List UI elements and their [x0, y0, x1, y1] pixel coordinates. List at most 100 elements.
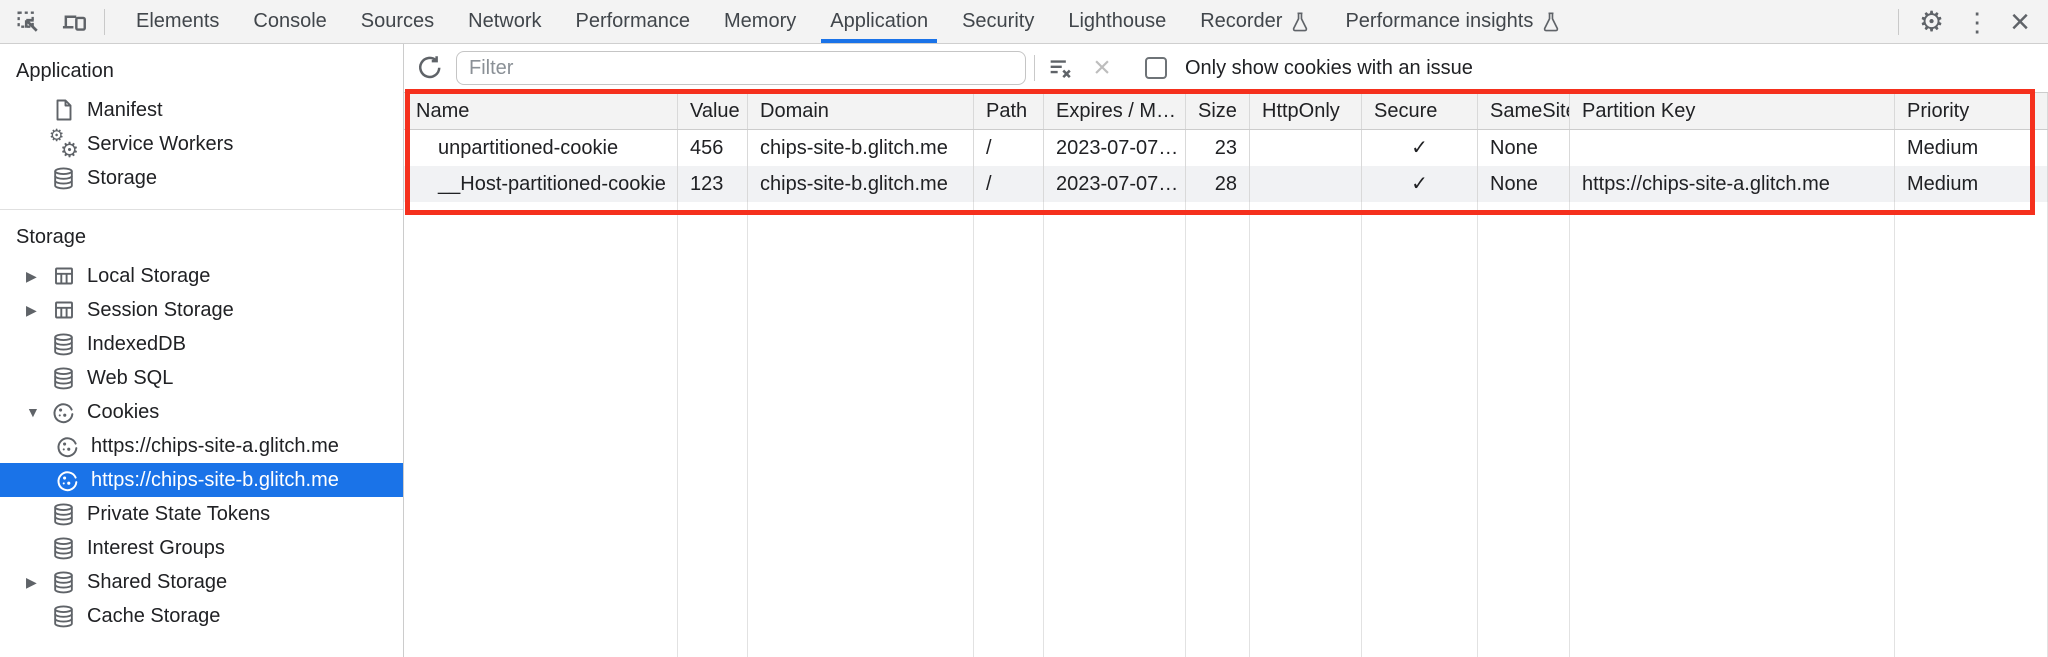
- cell-domain[interactable]: chips-site-b.glitch.me: [748, 166, 974, 202]
- cell-samesite[interactable]: None: [1478, 166, 1570, 202]
- tab-sources[interactable]: Sources: [344, 0, 451, 43]
- tab-label: Application: [830, 10, 929, 32]
- cookie-icon: [54, 433, 81, 460]
- cell-name[interactable]: unpartitioned-cookie: [404, 130, 678, 166]
- table-row-unpartitioned-cookie[interactable]: unpartitioned-cookie 456 chips-site-b.gl…: [404, 130, 2048, 166]
- cookies-table-header: Name Value Domain Path Expires / M… Size…: [404, 92, 2048, 130]
- sidebar-item-label: Service Workers: [87, 132, 234, 155]
- cell-name[interactable]: __Host-partitioned-cookie: [404, 166, 678, 202]
- chevron-right-icon[interactable]: ▶: [26, 573, 37, 590]
- sidebar-item-local-storage[interactable]: ▶ Local Storage: [0, 259, 403, 293]
- tab-performance[interactable]: Performance: [559, 0, 708, 43]
- sidebar-item-cookie-chips-site-a[interactable]: https://chips-site-a.glitch.me: [0, 429, 403, 463]
- cell-size[interactable]: 28: [1186, 166, 1250, 202]
- column-header-size[interactable]: Size: [1186, 93, 1250, 129]
- column-header-priority[interactable]: Priority: [1895, 93, 2048, 129]
- cell-path[interactable]: /: [974, 166, 1044, 202]
- cell-value[interactable]: 456: [678, 130, 748, 166]
- sidebar-item-interest-groups[interactable]: Interest Groups: [0, 531, 403, 565]
- cell-expires[interactable]: 2023-07-07…: [1044, 130, 1186, 166]
- chevron-right-icon[interactable]: ▶: [26, 267, 37, 284]
- column-header-name[interactable]: Name: [404, 93, 678, 129]
- tab-label: Security: [962, 10, 1035, 32]
- database-icon: [50, 331, 77, 358]
- cell-partition-key[interactable]: https://chips-site-a.glitch.me: [1570, 166, 1895, 202]
- tab-elements[interactable]: Elements: [119, 0, 236, 43]
- sidebar-item-label: Interest Groups: [87, 536, 225, 559]
- sidebar-item-manifest[interactable]: Manifest: [0, 93, 403, 127]
- database-icon: [50, 569, 77, 596]
- tab-lighthouse[interactable]: Lighthouse: [1051, 0, 1183, 43]
- cell-value[interactable]: 123: [678, 166, 748, 202]
- column-header-path[interactable]: Path: [974, 93, 1044, 129]
- device-toolbar-icon[interactable]: [58, 6, 90, 38]
- column-header-expires[interactable]: Expires / M…: [1044, 93, 1186, 129]
- tab-recorder[interactable]: Recorder: [1183, 0, 1328, 43]
- sidebar-item-indexeddb[interactable]: IndexedDB: [0, 327, 403, 361]
- sidebar-item-label: Cache Storage: [87, 604, 221, 627]
- chevron-down-icon[interactable]: ▼: [26, 404, 40, 420]
- tab-label: Lighthouse: [1068, 10, 1167, 32]
- column-header-httponly[interactable]: HttpOnly: [1250, 93, 1362, 129]
- tab-label: Memory: [724, 10, 797, 32]
- sidebar-item-web-sql[interactable]: Web SQL: [0, 361, 403, 395]
- sidebar-item-cookie-chips-site-b[interactable]: https://chips-site-b.glitch.me: [0, 463, 403, 497]
- issues-checkbox[interactable]: [1145, 57, 1167, 79]
- devtools-tabbar: Elements Console Sources Network Perform…: [0, 0, 2048, 44]
- sidebar-item-cookies[interactable]: ▼ Cookies: [0, 395, 403, 429]
- cell-secure-checkmark[interactable]: ✓: [1362, 166, 1478, 202]
- sidebar-item-label: https://chips-site-b.glitch.me: [91, 468, 339, 491]
- cell-httponly[interactable]: [1250, 166, 1362, 202]
- sidebar-item-label: Local Storage: [87, 264, 211, 287]
- close-devtools-icon[interactable]: ×: [2010, 2, 2030, 41]
- toolbar-divider: [1034, 55, 1035, 81]
- column-header-partition-key[interactable]: Partition Key: [1570, 93, 1895, 129]
- sidebar-item-service-workers[interactable]: ⚙⚙ Service Workers: [0, 127, 403, 161]
- cell-expires[interactable]: 2023-07-07…: [1044, 166, 1186, 202]
- cookie-filter-input[interactable]: [456, 51, 1026, 85]
- chevron-right-icon[interactable]: ▶: [26, 301, 37, 318]
- sidebar-item-session-storage[interactable]: ▶ Session Storage: [0, 293, 403, 327]
- sidebar-item-label: Private State Tokens: [87, 502, 271, 525]
- table-icon: [50, 263, 77, 290]
- tab-memory[interactable]: Memory: [707, 0, 813, 43]
- clear-all-cookies-icon[interactable]: [1043, 51, 1077, 85]
- sidebar-item-private-state-tokens[interactable]: Private State Tokens: [0, 497, 403, 531]
- sidebar-section-title-storage: Storage: [16, 226, 87, 248]
- column-header-domain[interactable]: Domain: [748, 93, 974, 129]
- tabbar-divider: [1898, 8, 1900, 35]
- cell-httponly[interactable]: [1250, 130, 1362, 166]
- sidebar-section-divider: [0, 209, 403, 210]
- table-row-host-partitioned-cookie[interactable]: __Host-partitioned-cookie 123 chips-site…: [404, 166, 2048, 202]
- tab-security[interactable]: Security: [945, 0, 1051, 43]
- tab-application[interactable]: Application: [813, 0, 945, 43]
- more-options-icon[interactable]: ⋮: [1964, 6, 1991, 37]
- document-icon: [50, 97, 77, 124]
- issues-checkbox-label: Only show cookies with an issue: [1185, 56, 1473, 79]
- tab-label: Performance: [575, 10, 691, 32]
- sidebar-item-shared-storage[interactable]: ▶ Shared Storage: [0, 565, 403, 599]
- sidebar-item-cache-storage[interactable]: Cache Storage: [0, 599, 403, 633]
- column-header-value[interactable]: Value: [678, 93, 748, 129]
- inspect-element-icon[interactable]: [12, 6, 44, 38]
- tab-label: Recorder: [1200, 10, 1283, 32]
- database-icon: [50, 603, 77, 630]
- cell-samesite[interactable]: None: [1478, 130, 1570, 166]
- cell-priority[interactable]: Medium: [1895, 130, 2048, 166]
- column-header-secure[interactable]: Secure: [1362, 93, 1478, 129]
- cell-priority[interactable]: Medium: [1895, 166, 2048, 202]
- cell-domain[interactable]: chips-site-b.glitch.me: [748, 130, 974, 166]
- delete-selected-icon[interactable]: ×: [1093, 51, 1111, 84]
- tab-performance-insights[interactable]: Performance insights: [1328, 0, 1579, 43]
- cell-size[interactable]: 23: [1186, 130, 1250, 166]
- settings-gear-icon[interactable]: ⚙: [1919, 5, 1945, 37]
- tab-network[interactable]: Network: [451, 0, 558, 43]
- tab-console[interactable]: Console: [236, 0, 343, 43]
- sidebar-item-storage[interactable]: Storage: [0, 161, 403, 195]
- cell-secure-checkmark[interactable]: ✓: [1362, 130, 1478, 166]
- refresh-icon[interactable]: [412, 50, 448, 86]
- cell-path[interactable]: /: [974, 130, 1044, 166]
- flask-icon: [1289, 11, 1311, 33]
- cell-partition-key[interactable]: [1570, 130, 1895, 166]
- column-header-samesite[interactable]: SameSite: [1478, 93, 1570, 129]
